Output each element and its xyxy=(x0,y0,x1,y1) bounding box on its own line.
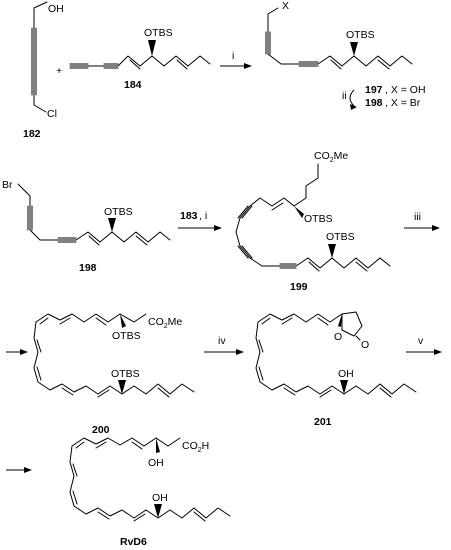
otbs-label: OTBS xyxy=(144,27,173,39)
ring-oxygen-label: O xyxy=(334,331,342,343)
br-label: Br xyxy=(2,179,13,191)
arrow-step-iv: iv xyxy=(204,335,244,355)
reagent-183: 183 xyxy=(180,210,198,222)
compound-198b-label: 198 xyxy=(79,262,97,274)
compound-201-label: 201 xyxy=(314,416,332,428)
arrow-continuation-200 xyxy=(6,349,28,355)
arrow-step-i: i xyxy=(220,50,252,69)
x-eq-br: , X = Br xyxy=(385,97,421,109)
compound-200: OTBS CO2Me OTBS 200 xyxy=(33,313,195,436)
compound-201: O O OH 201 xyxy=(255,311,417,428)
otbs-label: OTBS xyxy=(112,330,141,342)
compound-198-label: 198 xyxy=(365,97,383,109)
reagent-iv: iv xyxy=(218,335,226,347)
compound-182: OH Cl 182 xyxy=(23,1,64,140)
oh-label: OH xyxy=(148,457,164,469)
compound-199: CO2Me OTBS OTBS 199 xyxy=(235,150,391,293)
oh-label: OH xyxy=(48,3,64,15)
reagent-i: i xyxy=(232,50,234,62)
arrow-step-v: v xyxy=(406,335,442,355)
compound-197-198: X OTBS ii 197 , X = OH 198 , X = Br xyxy=(265,0,426,110)
plus-sign: + xyxy=(56,65,62,77)
reagent-iii: iii xyxy=(414,211,421,223)
x-label: X xyxy=(282,0,289,12)
compound-200-label: 200 xyxy=(92,424,110,436)
compound-199-label: 199 xyxy=(290,281,308,293)
otbs-label: OTBS xyxy=(346,29,375,41)
arrow-step-iii: iii xyxy=(404,211,440,231)
reagent-comma-i: , i xyxy=(199,210,207,222)
otbs-label: OTBS xyxy=(111,368,140,380)
reagent-v: v xyxy=(418,335,424,347)
compound-rvd6: OH CO2H OH RvD6 xyxy=(69,437,231,548)
arrow-step-183-i: 183 , i xyxy=(178,210,222,231)
compound-197-label: 197 xyxy=(365,84,383,96)
reagent-ii: ii xyxy=(342,90,347,102)
oh-label: OH xyxy=(152,492,168,504)
otbs-label: OTBS xyxy=(326,231,355,243)
arrow-continuation-rvd6 xyxy=(6,467,32,473)
x-eq-oh: , X = OH xyxy=(385,84,426,96)
compound-182-label: 182 xyxy=(23,128,41,140)
co2me-label: CO2Me xyxy=(148,316,182,330)
co2h-label: CO2H xyxy=(182,440,209,454)
otbs-label: OTBS xyxy=(104,206,133,218)
otbs-label: OTBS xyxy=(304,213,333,225)
rvd6-label: RvD6 xyxy=(120,536,147,548)
compound-184-label: 184 xyxy=(124,79,142,91)
compound-198: Br OTBS 198 xyxy=(2,179,171,274)
cl-label: Cl xyxy=(47,108,57,120)
co2me-label: CO2Me xyxy=(314,150,348,164)
compound-184: OTBS 184 xyxy=(69,27,211,91)
carbonyl-oxygen-label: O xyxy=(361,339,369,351)
oh-label: OH xyxy=(338,368,354,380)
